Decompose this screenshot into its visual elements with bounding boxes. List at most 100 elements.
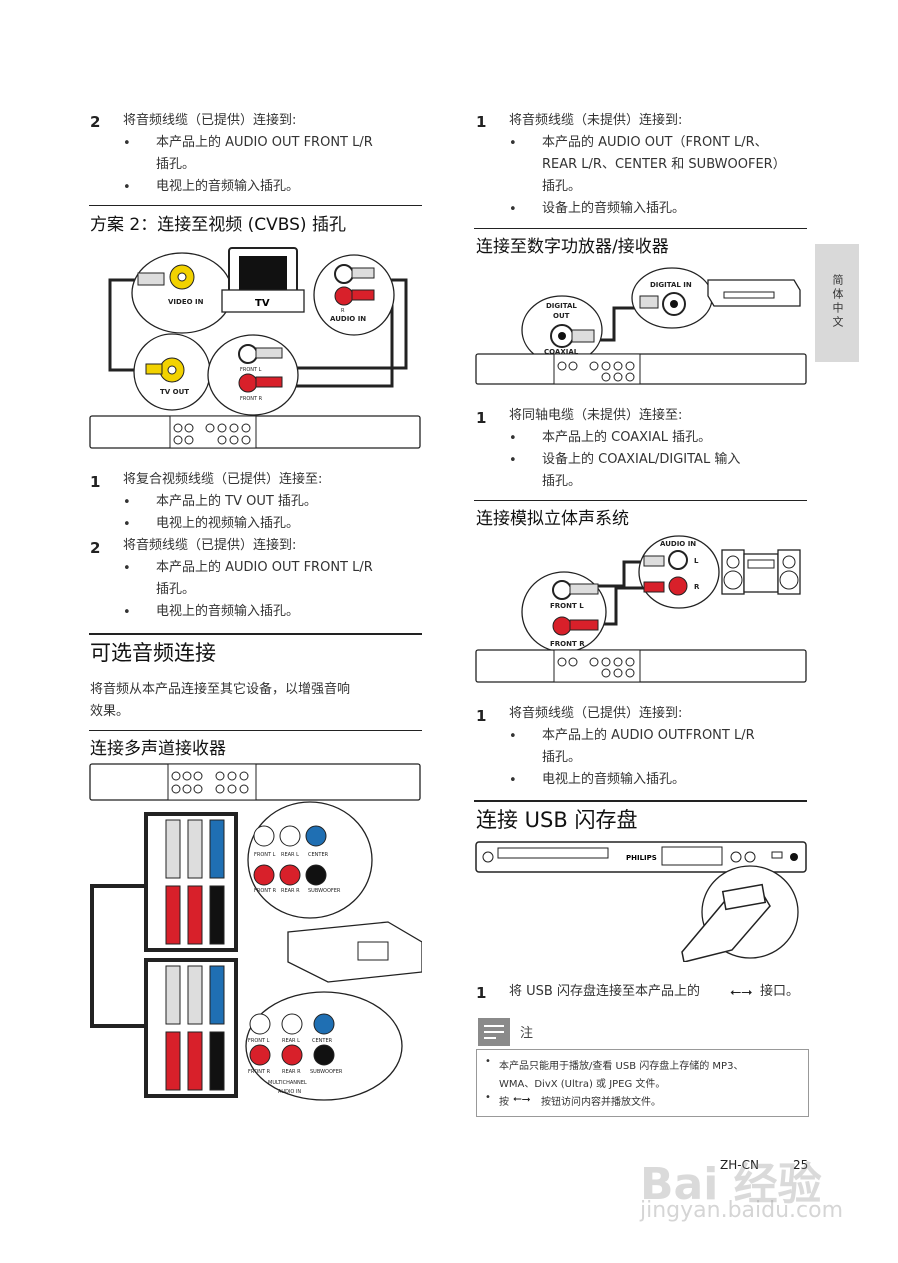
r-label: R (694, 583, 700, 591)
bullet-text: 本产品上的 COAXIAL 插孔。 (542, 430, 712, 445)
bullet-text: 插孔。 (542, 750, 582, 765)
bullet-dot: • (509, 202, 517, 217)
jack-label: REAR R (282, 1069, 301, 1075)
note-text: 按 (499, 1097, 509, 1108)
bullet-dot: • (485, 1092, 491, 1103)
section-rule (89, 730, 422, 731)
step-text-end: 接口。 (760, 984, 800, 999)
digital-in-label: DIGITAL IN (650, 281, 692, 289)
note-box: • 本产品只能用于播放/查看 USB 闪存盘上存储的 MP3、 WMA、DivX… (476, 1049, 809, 1117)
bullet-text: 电视上的视频输入插孔。 (156, 516, 300, 531)
section-title: 连接至数字功放器/接收器 (476, 237, 669, 257)
jack-label: CENTER (308, 852, 329, 858)
section-title: 方案 2：连接至视频 (CVBS) 插孔 (90, 215, 346, 235)
front-r-label: FRONT R (240, 396, 263, 402)
section-title: 连接 USB 闪存盘 (476, 808, 638, 832)
jack-label: CENTER (312, 1038, 333, 1044)
watermark-url: jingyan.baidu.com (640, 1198, 844, 1223)
video-in-label: VIDEO IN (168, 298, 204, 306)
section-rule (474, 800, 807, 802)
bullet-dot: • (123, 561, 131, 576)
step-text: 将音频线缆（已提供）连接到: (123, 113, 297, 128)
section-rule (474, 500, 807, 501)
bullet-dot: • (509, 136, 517, 151)
analog-diagram: AUDIO IN L R FRONT L FRONT R (475, 535, 807, 683)
digital-diagram: DIGITAL IN DIGITAL OUT COAXIAL (475, 267, 807, 385)
bullet-dot: • (509, 729, 517, 744)
step-text: 将复合视频线缆（已提供）连接至: (123, 472, 323, 487)
bullet-text: 本产品上的 AUDIO OUTFRONT L/R (542, 728, 755, 743)
bullet-dot: • (123, 605, 131, 620)
usb-icon: ⭠⭢ (730, 984, 753, 1000)
audio-in-label: AUDIO IN (660, 540, 696, 548)
note-text: 按钮访问内容并播放文件。 (541, 1097, 661, 1108)
page-number: 25 (793, 1158, 809, 1172)
jack-label: FRONT R (254, 888, 277, 894)
section-rule (89, 205, 422, 206)
step-number: 2 (90, 113, 101, 131)
section-desc: 将音频从本产品连接至其它设备，以增强音响 (90, 682, 351, 697)
l-label: L (694, 557, 699, 565)
step-text: 将 USB 闪存盘连接至本产品上的 (509, 984, 700, 999)
note-text: 本产品只能用于播放/查看 USB 闪存盘上存储的 MP3、 (499, 1061, 744, 1072)
section-desc: 效果。 (90, 704, 130, 719)
bullet-text: 电视上的音频输入插孔。 (156, 604, 300, 619)
jack-label: REAR L (282, 1038, 300, 1044)
jack-label: SUBWOOFER (310, 1069, 343, 1075)
language-side-tab: 简体中文 (815, 244, 859, 362)
bullet-text: 本产品上的 TV OUT 插孔。 (156, 494, 317, 509)
step-text: 将音频线缆（未提供）连接到: (509, 113, 683, 128)
bullet-dot: • (509, 453, 517, 468)
jack-label: REAR R (281, 888, 300, 894)
watermark-logo: Bai 经验 (640, 1159, 822, 1210)
audio-in-label: AUDIO IN (330, 315, 366, 323)
jack-label: FRONT R (248, 1069, 271, 1075)
jack-label: FRONT L (248, 1038, 270, 1044)
r-label: R (341, 308, 345, 314)
multichannel-diagram: FRONT L REAR L CENTER FRONT R REAR R SUB… (89, 763, 422, 1101)
multichannel-label: MULTICHANNEL (268, 1080, 307, 1086)
section-title: 连接模拟立体声系统 (476, 509, 629, 529)
digital-out-label: DIGITAL (546, 302, 577, 310)
tv-out-label: TV OUT (160, 388, 189, 396)
note-icon (478, 1018, 510, 1046)
bullet-text: 本产品上的 AUDIO OUT FRONT L/R (156, 135, 373, 150)
step-text: 将同轴电缆（未提供）连接至: (509, 408, 683, 423)
language-side-tab-label: 简体中文 (831, 274, 844, 330)
bullet-text: REAR L/R、CENTER 和 SUBWOOFER） (542, 157, 786, 172)
note-text: WMA、DivX (Ultra) 或 JPEG 文件。 (499, 1079, 666, 1090)
step-text: 将音频线缆（已提供）连接到: (123, 538, 297, 553)
bullet-text: 本产品上的 AUDIO OUT FRONT L/R (156, 560, 373, 575)
step-number: 2 (90, 539, 101, 557)
cvbs-diagram: VIDEO IN TV R AUDIO IN TV OUT FRONT L FR… (89, 247, 421, 449)
usb-diagram: PHILIPS (475, 841, 807, 962)
step-number: 1 (476, 113, 487, 131)
front-l-label: FRONT L (240, 367, 262, 373)
note-label: 注 (520, 1026, 534, 1041)
digital-out-label: OUT (553, 312, 570, 320)
audio-in-label: AUDIO IN (278, 1089, 301, 1095)
bullet-text: 电视上的音频输入插孔。 (156, 179, 300, 194)
bullet-dot: • (509, 773, 517, 788)
section-rule (474, 228, 807, 229)
bullet-dot: • (509, 431, 517, 446)
step-number: 1 (476, 707, 487, 725)
bullet-text: 设备上的音频输入插孔。 (542, 201, 686, 216)
bullet-text: 插孔。 (156, 157, 196, 172)
usb-icon: ⭠⭢ (513, 1092, 531, 1105)
bullet-text: 电视上的音频输入插孔。 (542, 772, 686, 787)
bullet-dot: • (123, 136, 131, 151)
bullet-text: 插孔。 (156, 582, 196, 597)
bullet-dot: • (485, 1056, 491, 1067)
tv-label: TV (255, 298, 270, 309)
section-title: 连接多声道接收器 (90, 739, 226, 759)
bullet-text: 插孔。 (542, 474, 582, 489)
front-r-label: FRONT R (550, 640, 585, 648)
jack-label: SUBWOOFER (308, 888, 341, 894)
step-number: 1 (476, 984, 487, 1002)
step-number: 1 (476, 409, 487, 427)
philips-logo: PHILIPS (626, 854, 657, 862)
jack-label: REAR L (281, 852, 299, 858)
bullet-dot: • (123, 180, 131, 195)
bullet-dot: • (123, 495, 131, 510)
